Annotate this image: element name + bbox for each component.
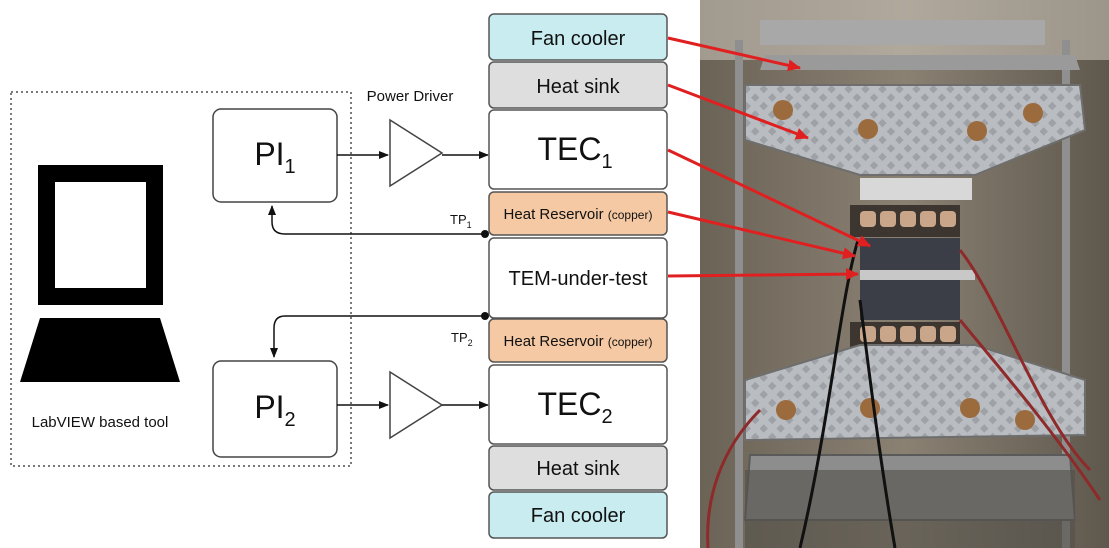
amplifier-1-icon	[389, 118, 444, 188]
fan-cooler-top-box	[488, 13, 668, 61]
feedback-tp2	[270, 315, 485, 358]
fan-cooler-bottom-box	[488, 491, 668, 539]
tec1-label: TEC1	[537, 131, 612, 173]
feedback-tp1	[268, 205, 485, 235]
layer-stack: Fan cooler Heat sink TEC1 Heat Reservoir…	[488, 13, 668, 539]
pi2-label: PI2	[254, 389, 295, 431]
heat-sink-bottom-label: Heat sink	[536, 458, 620, 480]
amplifier-2-icon	[389, 370, 444, 440]
tem-under-test-box	[488, 237, 668, 319]
pointer-heat-reservoir	[667, 210, 856, 260]
heat-sink-top-label: Heat sink	[536, 76, 620, 98]
tp1-dot	[481, 230, 489, 238]
pointer-fan-cooler	[667, 36, 801, 72]
heat-sink-bottom-box	[488, 445, 668, 491]
heat-reservoir-bottom-box	[488, 318, 668, 363]
tp2-label: TP2	[451, 330, 473, 348]
fan-cooler-top-label: Fan cooler	[531, 28, 626, 50]
heat-reservoir-bottom-label: Heat Reservoir (copper)	[504, 333, 653, 350]
pointer-heat-sink	[667, 83, 809, 140]
fan-cooler-bottom-label: Fan cooler	[531, 505, 626, 527]
pointer-arrows	[667, 36, 871, 281]
pointer-tec1	[667, 148, 871, 248]
labview-label: LabVIEW based tool	[32, 414, 169, 431]
tem-under-test-label: TEM-under-test	[509, 268, 648, 290]
heat-sink-top-box	[488, 61, 668, 109]
power-driver-label: Power Driver	[367, 88, 454, 105]
pi1-label: PI1	[254, 136, 295, 178]
heat-reservoir-top-label: Heat Reservoir (copper)	[504, 206, 653, 223]
heat-reservoir-top-box	[488, 191, 668, 236]
tec2-box	[488, 364, 668, 445]
tec1-box	[488, 109, 668, 190]
tec2-label: TEC2	[537, 386, 612, 428]
pi2-box	[212, 360, 338, 458]
tp2-dot	[481, 312, 489, 320]
labview-group-border	[10, 91, 352, 467]
setup-photo	[700, 0, 1109, 548]
laptop-icon	[20, 165, 180, 382]
pointer-tem	[667, 268, 859, 281]
tp1-label: TP1	[450, 212, 472, 230]
